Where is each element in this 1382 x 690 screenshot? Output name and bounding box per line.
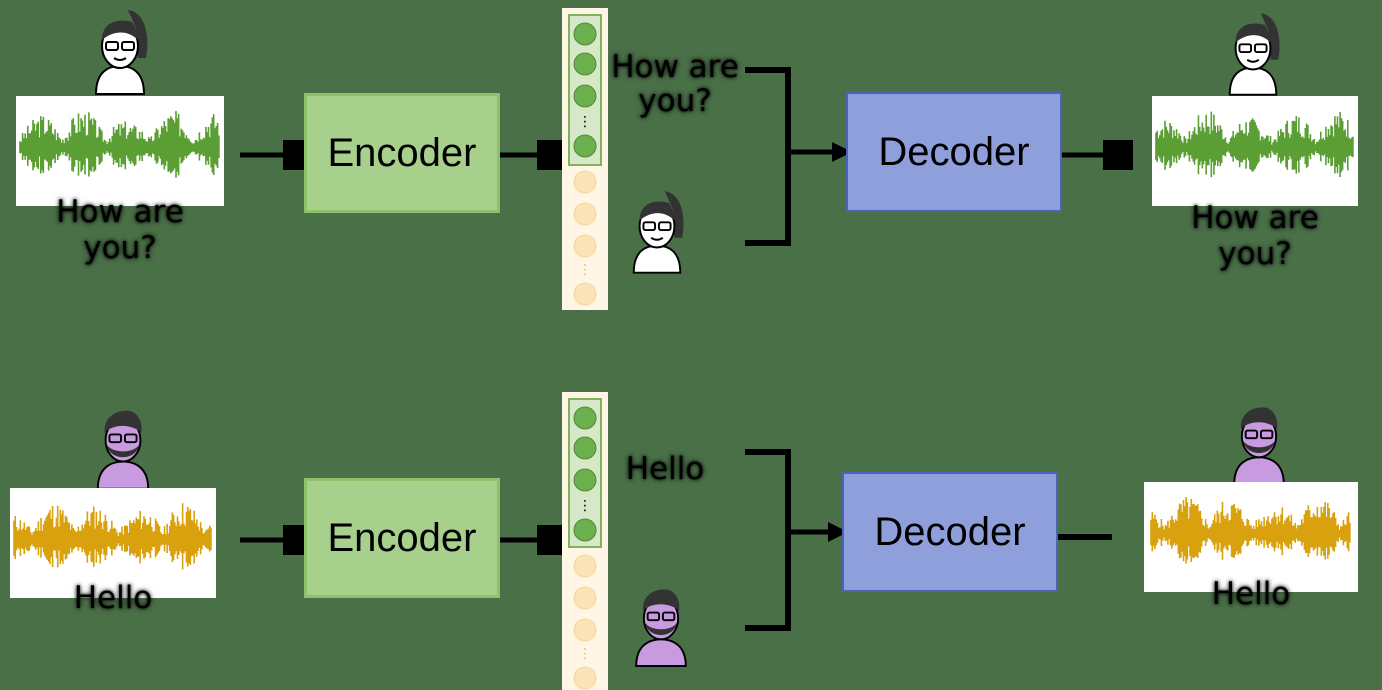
- decoder-label: Decoder: [874, 509, 1026, 554]
- decoder-label: Decoder: [878, 129, 1030, 174]
- waveform-green: [1155, 111, 1354, 178]
- output-waveform-top: How are you?: [1152, 96, 1358, 272]
- decoder-block-bottom: Decoder: [842, 472, 1058, 592]
- feature-dots: ⋮⋮: [573, 406, 597, 690]
- speaker-feature-dot: [573, 170, 597, 194]
- waveform-orange: [13, 503, 212, 570]
- encoder-block-top: Encoder: [304, 93, 500, 213]
- decoder-block-top: Decoder: [846, 92, 1062, 212]
- content-feature-dot: [573, 518, 597, 542]
- male-speaker-icon: [630, 584, 692, 667]
- feature-dots: ⋮⋮: [573, 22, 597, 306]
- output-label-bottom: Hello: [1211, 576, 1291, 612]
- speaker-feature-dot: [573, 202, 597, 226]
- content-feature-dot: [573, 468, 597, 492]
- input-waveform-top: How are you?: [16, 96, 224, 266]
- content-text-bottom: Hello: [625, 451, 705, 487]
- content-feature-dot: [573, 406, 597, 430]
- input-waveform-bottom: Hello: [10, 488, 216, 616]
- ellipsis-dots: ⋮: [578, 114, 592, 130]
- encoder-label: Encoder: [327, 515, 477, 560]
- speaker-feature-dot: [573, 586, 597, 610]
- content-feature-dot: [573, 436, 597, 460]
- output-waveform-bottom: Hello: [1144, 482, 1358, 612]
- waveform-green: [19, 111, 220, 178]
- bracket-top: [745, 67, 791, 246]
- speaker-feature-dot: [573, 282, 597, 306]
- speaker-feature-dot: [573, 666, 597, 690]
- female-speaker-icon: [1222, 10, 1284, 96]
- speaker-feature-dot: [573, 554, 597, 578]
- encoder-label: Encoder: [327, 130, 477, 175]
- female-speaker-icon: [626, 188, 688, 274]
- content-feature-dot: [573, 134, 597, 158]
- encoder-block-bottom: Encoder: [304, 478, 500, 598]
- ellipsis-dots: ⋮: [578, 262, 592, 278]
- ellipsis-dots: ⋮: [578, 498, 592, 514]
- content-feature-dot: [573, 52, 597, 76]
- male-speaker-icon: [1228, 402, 1290, 485]
- speaker-feature-dot: [573, 618, 597, 642]
- content-feature-dot: [573, 84, 597, 108]
- output-label-top: How are you?: [1191, 200, 1319, 272]
- content-feature-dot: [573, 22, 597, 46]
- bracket-bottom: [745, 449, 791, 631]
- male-speaker-icon: [92, 404, 154, 490]
- feature-column-top: ⋮⋮: [562, 8, 608, 310]
- content-text-top: How are you?: [611, 49, 739, 119]
- feature-column-bottom: ⋮⋮: [562, 392, 608, 690]
- input-label-top: How are you?: [56, 194, 184, 266]
- female-speaker-icon: [88, 8, 152, 95]
- input-label-bottom: Hello: [73, 580, 153, 616]
- ellipsis-dots: ⋮: [578, 646, 592, 662]
- waveform-orange: [1150, 497, 1351, 564]
- speaker-feature-dot: [573, 234, 597, 258]
